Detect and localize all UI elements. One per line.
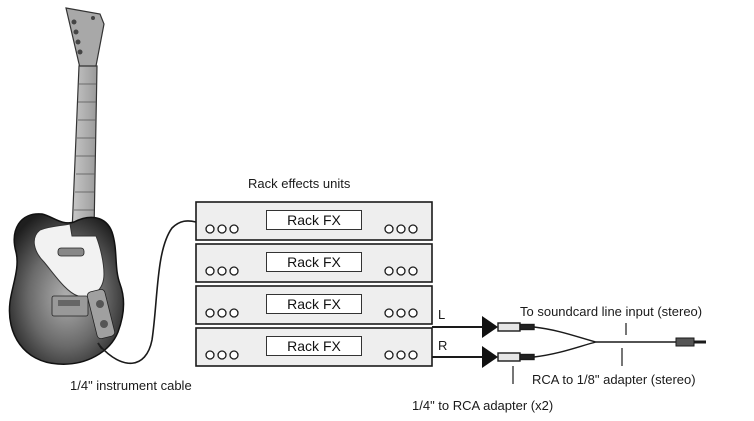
rca-adapter-plugs bbox=[497, 322, 535, 362]
channel-right-label: R bbox=[438, 338, 448, 353]
instrument-cable-label: 1/4" instrument cable bbox=[70, 378, 192, 393]
rack-knobs bbox=[205, 224, 418, 360]
instrument-cable-line bbox=[99, 220, 197, 365]
rack-unit-label: Rack FX bbox=[266, 294, 362, 314]
pointer-lines bbox=[512, 323, 627, 384]
output-lines bbox=[432, 326, 482, 358]
eighth-inch-plug bbox=[675, 337, 706, 347]
guitar-icon bbox=[8, 7, 125, 365]
output-arrows bbox=[482, 316, 498, 368]
rca-to-eighth-adapter-label: RCA to 1/8" adapter (stereo) bbox=[532, 372, 696, 387]
soundcard-input-label: To soundcard line input (stereo) bbox=[520, 304, 703, 319]
rack-unit-label: Rack FX bbox=[266, 210, 362, 230]
channel-left-label: L bbox=[438, 307, 446, 322]
stereo-y-cable bbox=[533, 326, 676, 358]
rack-title: Rack effects units bbox=[248, 176, 351, 191]
quarter-to-rca-adapter-label: 1/4" to RCA adapter (x2) bbox=[412, 398, 554, 413]
rack-unit-label: Rack FX bbox=[266, 252, 362, 272]
rack-stack bbox=[195, 201, 433, 367]
rack-unit-label: Rack FX bbox=[266, 336, 362, 356]
